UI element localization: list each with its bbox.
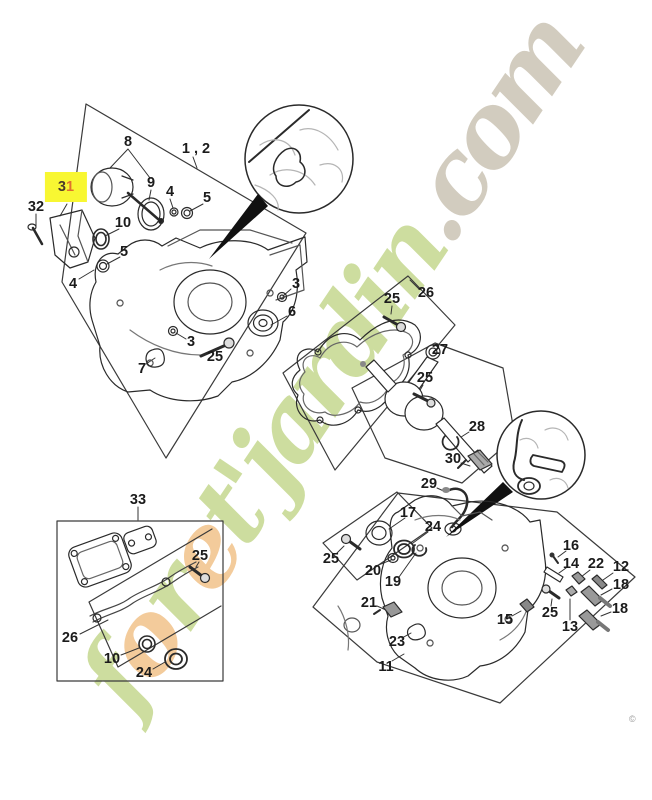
part-label-13: 13 — [561, 619, 579, 635]
part-label-28: 28 — [468, 419, 486, 435]
part-label-25: 25 — [541, 605, 559, 621]
part-label-31-highlighted: 31 — [44, 172, 88, 202]
crankcase-gasket-drawing — [292, 320, 420, 425]
part-label-26: 26 — [61, 630, 79, 646]
part-label-10: 10 — [103, 651, 121, 667]
part-label-1,2: 1 , 2 — [181, 141, 211, 157]
part-label-25: 25 — [383, 291, 401, 307]
part-label-17: 17 — [399, 505, 417, 521]
nut-3b — [169, 327, 178, 336]
part-label-7: 7 — [137, 361, 147, 377]
part-label-25: 25 — [416, 370, 434, 386]
part-label-16: 16 — [562, 538, 580, 554]
part-label-18: 18 — [611, 601, 629, 617]
pointer-wedge-top — [209, 194, 268, 259]
valve-30 — [458, 450, 492, 470]
oil-pump-drawing — [91, 168, 164, 224]
part-label-26: 26 — [417, 285, 435, 301]
part-label-15: 15 — [496, 612, 514, 628]
part-label-3: 3 — [291, 276, 301, 292]
part-label-4: 4 — [165, 184, 175, 200]
detail-circle-right — [497, 411, 585, 499]
part-label-18: 18 — [612, 577, 630, 593]
part-label-20: 20 — [364, 563, 382, 579]
corner-mark: © — [629, 714, 636, 724]
part-label-29: 29 — [420, 476, 438, 492]
pointer-wedge-right — [446, 482, 513, 537]
washer-4 — [170, 208, 178, 216]
part-label-9: 9 — [146, 175, 156, 191]
oil-seal-10 — [93, 229, 109, 249]
pin-14 — [544, 567, 563, 582]
bearing-17 — [366, 521, 392, 545]
bolt-25b — [384, 317, 406, 332]
highlighted-digit: 3 — [57, 179, 66, 195]
nut-3a — [278, 293, 287, 302]
part-label-6: 6 — [287, 304, 297, 320]
part-label-25: 25 — [191, 548, 209, 564]
crankcase-hexagon-bottom — [313, 492, 635, 703]
washer-20 — [388, 554, 398, 563]
part-label-22: 22 — [587, 556, 605, 572]
grommet-5a — [182, 208, 193, 219]
part-label-3: 3 — [186, 334, 196, 350]
bolt-25a — [201, 338, 234, 356]
highlighted-digit: 1 — [66, 179, 75, 195]
gasket-panel — [283, 276, 455, 470]
bolt-25f — [542, 585, 559, 598]
bearing-6 — [248, 310, 278, 336]
part-label-23: 23 — [388, 634, 406, 650]
grommet-7 — [146, 349, 164, 367]
part-label-30: 30 — [444, 451, 462, 467]
grommet-5b — [97, 260, 109, 272]
stud-18b — [579, 610, 608, 630]
part-label-32: 32 — [27, 199, 45, 215]
seal-10b — [139, 636, 155, 652]
part-label-27: 27 — [431, 342, 449, 358]
screw-16 — [549, 552, 559, 564]
detail-circle-top — [245, 105, 353, 213]
part-label-4: 4 — [68, 276, 78, 292]
crankshaft-hexagon — [352, 343, 515, 483]
part-label-21: 21 — [360, 595, 378, 611]
seal-ring-9 — [138, 198, 164, 230]
grommet-23 — [408, 624, 426, 640]
screw-32 — [28, 224, 42, 244]
part-label-19: 19 — [384, 574, 402, 590]
gasket-set-box — [57, 521, 223, 681]
part-label-12: 12 — [612, 559, 630, 575]
seal-24b — [394, 541, 414, 558]
circlip-28 — [443, 436, 459, 450]
part-label-10: 10 — [114, 215, 132, 231]
cover-31 — [50, 210, 95, 268]
plug-13 — [566, 586, 577, 596]
seal-24a — [165, 649, 187, 669]
valve-21 — [374, 602, 402, 617]
pin-15 — [520, 599, 534, 612]
stud-12 — [592, 575, 607, 589]
bolt-25c — [414, 394, 435, 407]
part-label-5: 5 — [202, 190, 212, 206]
part-label-24: 24 — [424, 519, 442, 535]
bushing-22 — [572, 572, 585, 584]
circlip-19 — [412, 545, 426, 556]
part-label-11: 11 — [378, 659, 394, 675]
part-label-25: 25 — [206, 349, 224, 365]
bolt-25d — [190, 567, 202, 576]
panel-top-left — [62, 104, 306, 458]
part-label-33: 33 — [129, 492, 147, 508]
stud-18a — [581, 586, 610, 606]
part-label-14: 14 — [562, 556, 580, 572]
bolt-25e — [342, 535, 361, 550]
part-label-24: 24 — [135, 665, 153, 681]
part-label-8: 8 — [123, 134, 133, 150]
part-label-25: 25 — [322, 551, 340, 567]
gasket-set-drawing — [67, 525, 210, 669]
part-label-5: 5 — [119, 244, 129, 260]
